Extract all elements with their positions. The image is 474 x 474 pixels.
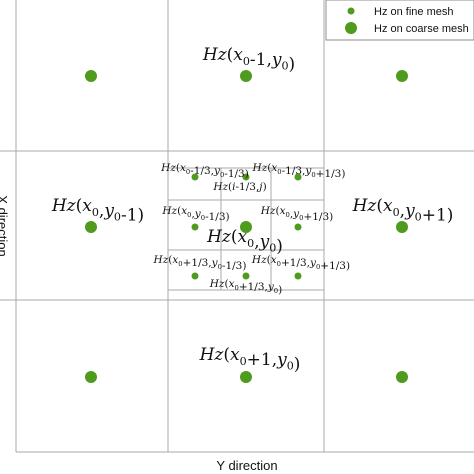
coarse-dots: [85, 70, 408, 383]
fine-dot-top-left: [191, 173, 199, 181]
fine-dot-mid-left: [191, 223, 199, 231]
fine-dot-top-center: [242, 173, 250, 181]
label-fine-bottom-left: Hz(x0+1/3,y0-1/3): [153, 254, 247, 272]
legend-fine-dot: [347, 7, 355, 15]
coarse-dot-top-left: [85, 70, 97, 82]
coarse-dot-bottom-center: [240, 371, 252, 383]
fine-dot-bottom-center: [242, 272, 250, 280]
y-axis-label: X direction: [0, 195, 10, 256]
coarse-dot-mid-left: [85, 221, 97, 233]
label-coarse-top: Hz(x0-1,y0): [202, 45, 295, 75]
label-coarse-center: Hz(x0,y0): [206, 227, 283, 257]
label-coarse-left: Hz(x0,y0-1): [51, 196, 144, 226]
label-fine-bottom-center: Hz(x0+1/3,y0): [209, 278, 282, 296]
coarse-dot-center: [240, 221, 252, 233]
coarse-dot-mid-right: [396, 221, 408, 233]
label-fine-bottom-right: Hz(x0+1/3,y0+1/3): [251, 254, 350, 272]
coarse-grid: [0, 0, 474, 453]
legend-coarse-dot: [345, 22, 357, 34]
label-fine-top-right: Hz(x0-1/3,y0+1/3): [252, 162, 346, 180]
coarse-dot-bottom-left: [85, 371, 97, 383]
fine-dot-bottom-right: [294, 272, 302, 280]
coarse-dot-top-center: [240, 70, 252, 82]
x-axis-label: Y direction: [216, 458, 277, 473]
fine-dot-mid-right: [294, 223, 302, 231]
coarse-labels: Hz(x0-1,y0) Hz(x0,y0-1) Hz(x0,y0+1) Hz(x…: [51, 45, 454, 375]
coarse-dot-top-right: [396, 70, 408, 82]
label-coarse-right: Hz(x0,y0+1): [352, 196, 454, 226]
legend-coarse-label: Hz on coarse mesh: [374, 23, 469, 35]
label-fine-top-left: Hz(x0-1/3,y0-1/3): [160, 162, 249, 180]
label-coarse-bottom: Hz(x0+1,y0): [199, 345, 301, 375]
fine-dot-top-right: [294, 173, 302, 181]
fine-labels: Hz(x0-1/3,y0-1/3) Hz(x0-1/3,y0+1/3) Hz(i…: [153, 162, 351, 296]
fine-dots: [191, 173, 302, 280]
label-fine-top-center: Hz(i-1/3,j): [212, 181, 266, 193]
fine-grid: [168, 167, 324, 291]
legend-fine-label: Hz on fine mesh: [374, 6, 453, 18]
legend: Hz on fine mesh Hz on coarse mesh: [325, 0, 474, 41]
label-fine-mid-right: Hz(x0,y0+1/3): [260, 205, 333, 223]
coarse-dot-bottom-right: [396, 371, 408, 383]
fine-dot-bottom-left: [191, 272, 199, 280]
label-fine-mid-left: Hz(x0,y0-1/3): [161, 205, 229, 223]
